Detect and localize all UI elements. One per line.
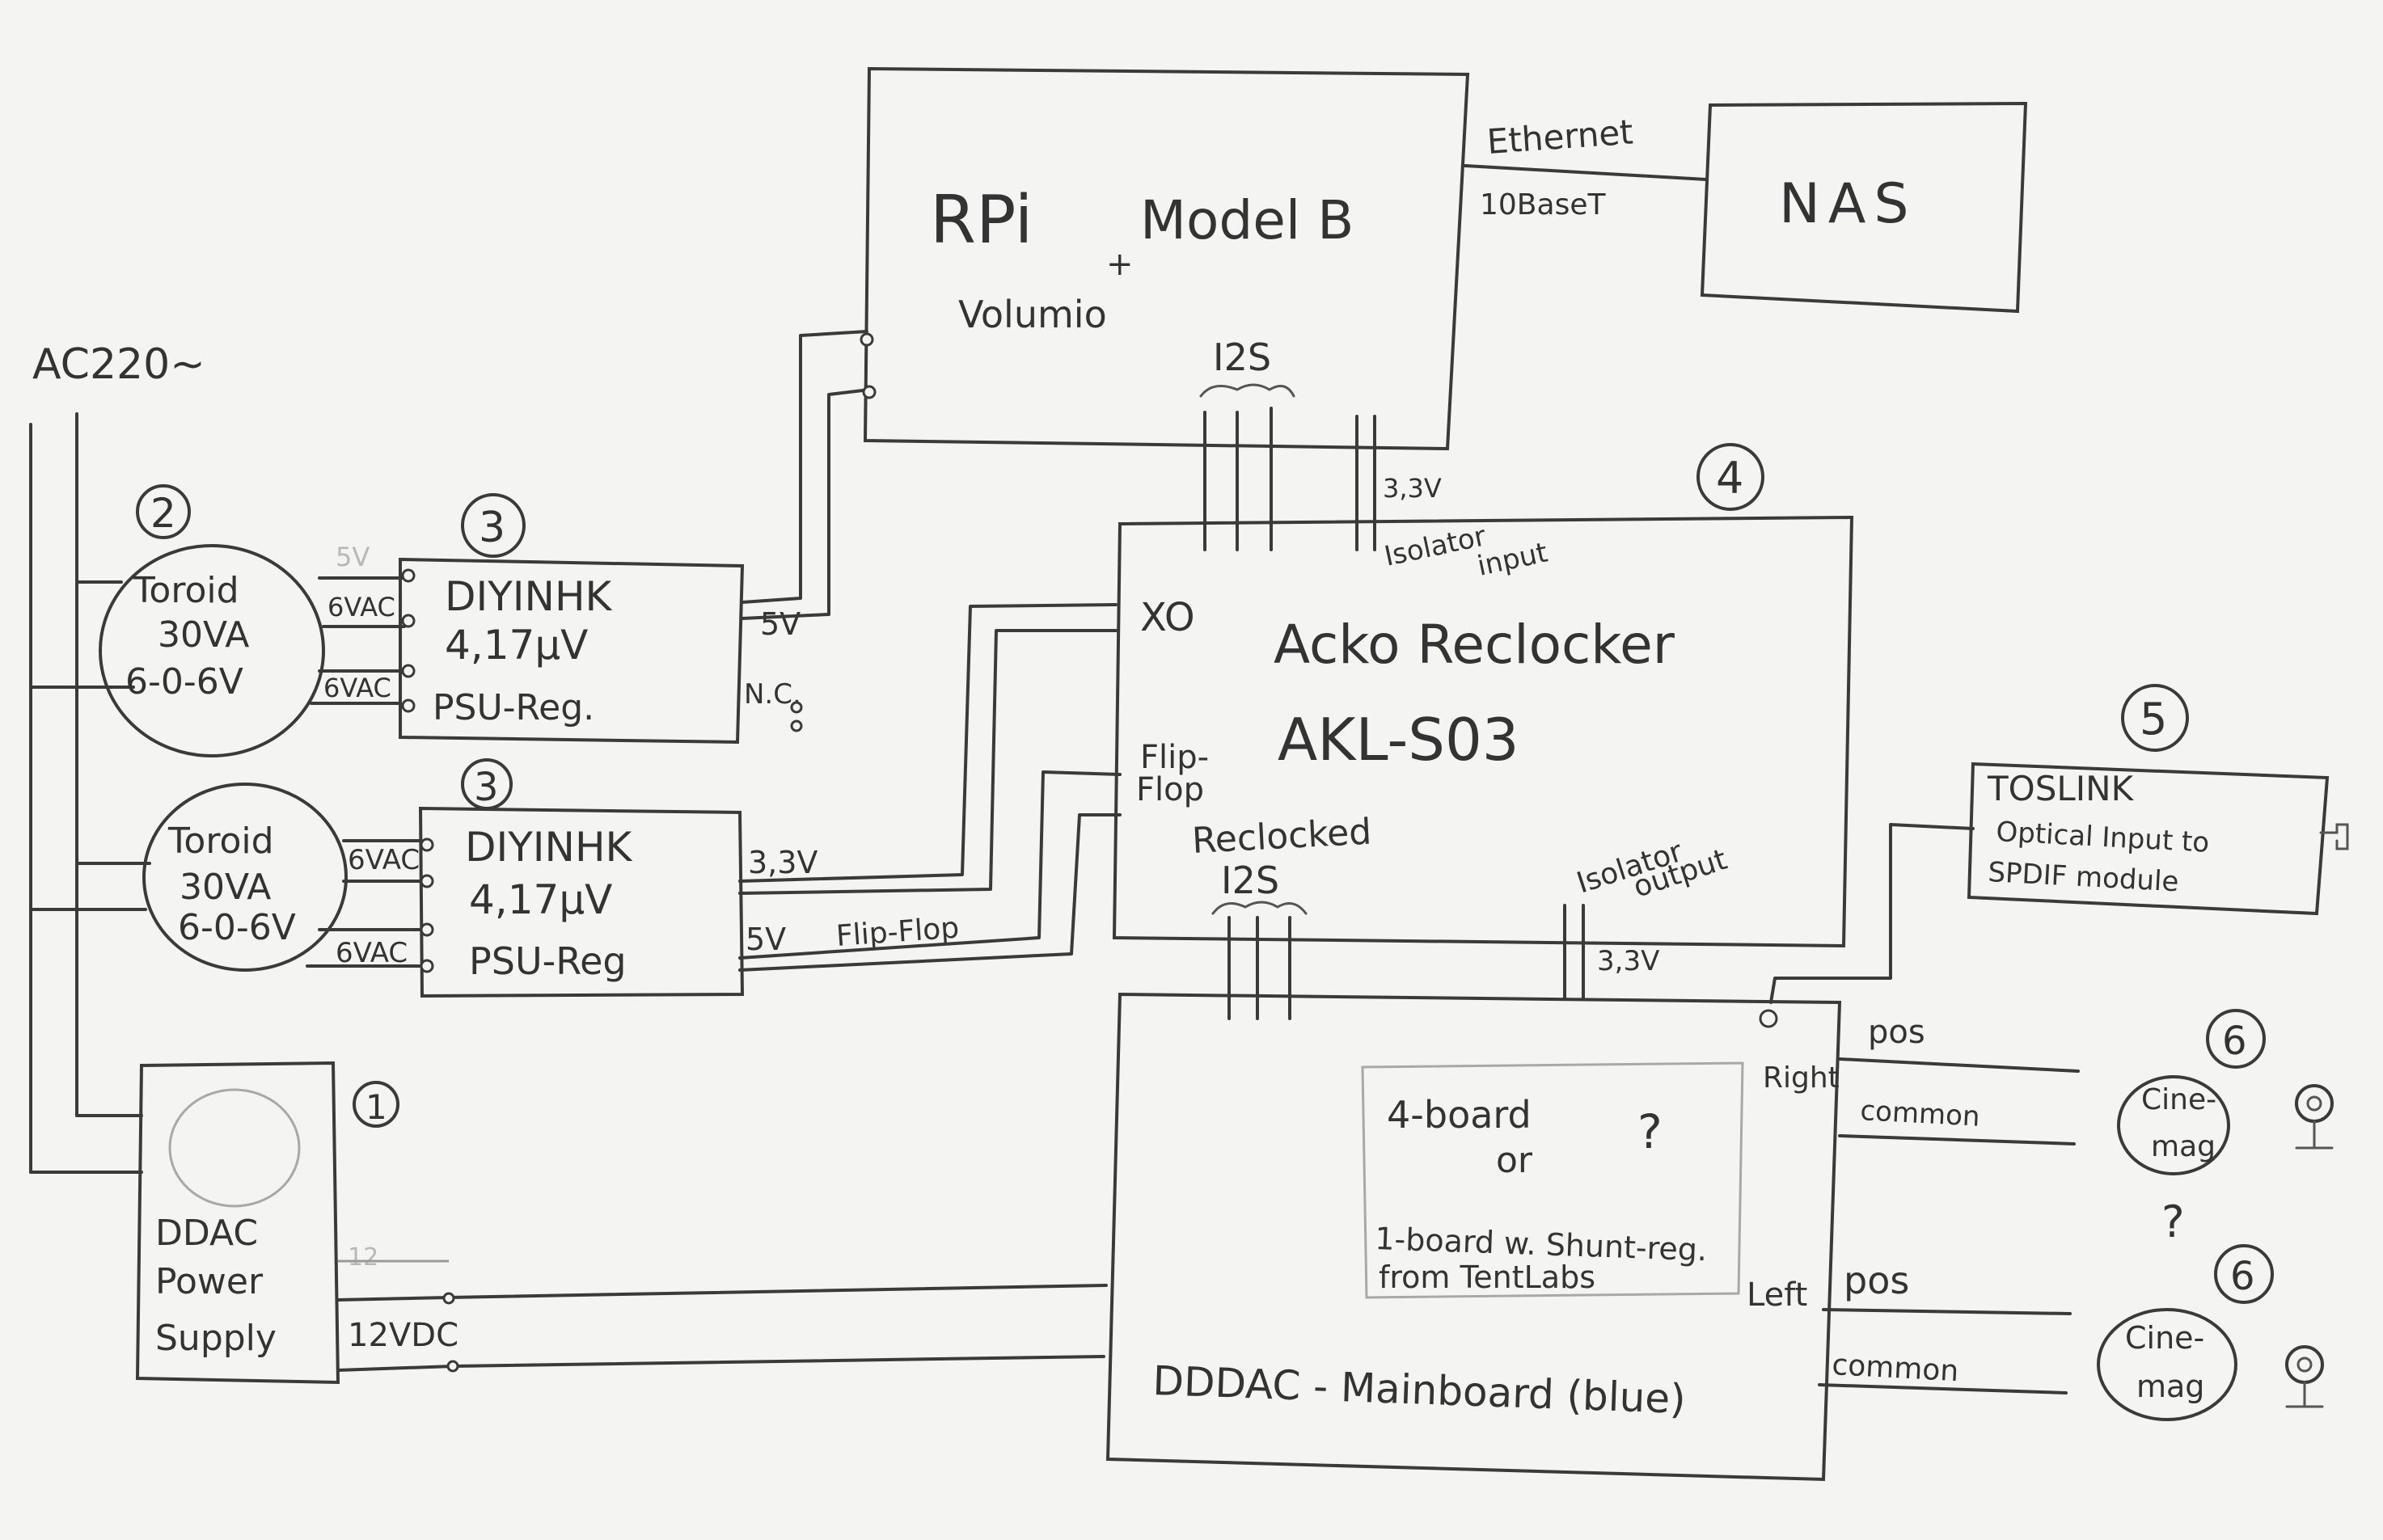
rpi-sub: Volumio: [958, 293, 1107, 336]
toroid-1-line2: 30VA: [158, 614, 249, 656]
reclocker-number-circle: [1696, 443, 1764, 511]
left-speaker-number: 6: [2230, 1254, 2255, 1299]
toslink-line3: SPDIF module: [1988, 856, 2180, 898]
ddac-psu-number-circle: [353, 1081, 399, 1128]
left-speaker-number-circle: [2214, 1244, 2274, 1304]
toroid-1-faint-label: 5V: [336, 542, 370, 572]
dddac-mainboard: DDDAC - Mainboard (blue) Right Left 4-bo…: [1105, 992, 1842, 1482]
psu-2-line3: PSU-Reg: [469, 939, 627, 983]
psu-1-line3: PSU-Reg.: [433, 687, 594, 728]
toslink-number-circle: [2121, 684, 2189, 752]
toslink-number: 5: [2140, 694, 2167, 745]
rpi-model: Model B: [1140, 189, 1354, 251]
left-speaker-icon: [2285, 1345, 2324, 1408]
psu-1-out1: 5V: [760, 606, 801, 642]
right-speaker-line2: mag: [2151, 1130, 2216, 1163]
right-speaker: pos common 6 Cine- mag: [1838, 1009, 2334, 1175]
right-speaker-number: 6: [2222, 1019, 2247, 1064]
psu-2-out2: 5V: [746, 922, 786, 957]
reclocker-block: 4 XO Acko Reclocker AKL-S03 Flip- Flop R…: [1112, 443, 1854, 977]
isolator-input-label-1: Isolator: [1382, 520, 1489, 573]
right-speaker-number-circle: [2206, 1009, 2266, 1069]
mainboard-sub1: 4-board: [1387, 1093, 1532, 1137]
reclocker-i2s: I2S: [1221, 859, 1279, 902]
left-pos-label: pos: [1844, 1259, 1909, 1302]
mainboard-right: Right: [1763, 1061, 1840, 1095]
toroid-2-number: 3: [474, 765, 499, 810]
toroid-2: 3 Toroid 30VA 6-0-6V 6VAC 6VAC: [142, 758, 513, 972]
mainboard-sub2: or: [1496, 1140, 1533, 1181]
mid-question: ?: [2161, 1196, 2185, 1247]
ddac-psu-out: 12VDC: [348, 1317, 458, 1354]
right-speaker-icon: [2295, 1084, 2334, 1150]
psu-regulator-1: 3 DIYINHK 4,17µV PSU-Reg. 5V N.C.: [399, 330, 877, 745]
rpi-title: RPi: [930, 182, 1033, 259]
psu-regulator-2: DIYINHK 4,17µV PSU-Reg 3,3V 5V Flip-Flop: [418, 603, 1122, 998]
mains-label: AC220~: [32, 340, 205, 389]
left-speaker: ? pos common 6 Cine- mag: [1818, 1196, 2324, 1421]
psu-1-line2: 4,17µV: [445, 622, 588, 669]
ethernet-link: Ethernet 10BaseT: [1464, 112, 1708, 222]
reclocker-reclocked: Reclocked: [1191, 811, 1372, 862]
psu-2-line1: DIYINHK: [465, 824, 633, 871]
ddac-psu-number: 1: [365, 1087, 387, 1127]
reclocker-flipflop-1: Flip-: [1140, 739, 1209, 776]
rpi-plus: +: [1106, 246, 1134, 283]
toroid-1-vac1: 6VAC: [327, 592, 395, 622]
ddac-psu-line2: Power: [155, 1261, 264, 1302]
toroid-2-vac2: 6VAC: [336, 937, 408, 969]
mainboard-left: Left: [1747, 1276, 1807, 1314]
toroid-1: 2 Toroid 30VA 6-0-6V 5V 6VAC 6VAC: [99, 484, 406, 757]
ethernet-label-2: 10BaseT: [1480, 188, 1606, 222]
right-common-label: common: [1860, 1095, 1981, 1133]
psu-2-line2: 4,17µV: [469, 876, 612, 923]
ddac-power-supply: 1 DDAC Power Supply 12 12VDC: [135, 1061, 1108, 1385]
left-common-label: common: [1832, 1348, 1960, 1388]
toroid-1-number: 2: [150, 490, 176, 537]
mainboard-label: DDDAC - Mainboard (blue): [1152, 1357, 1687, 1423]
left-speaker-line2: mag: [2136, 1369, 2204, 1404]
toslink-line2: Optical Input to: [1996, 816, 2211, 859]
right-speaker-line1: Cine-: [2141, 1083, 2216, 1116]
reclocker-flipflop-2: Flop: [1136, 771, 1204, 808]
toroid-1-vac2: 6VAC: [323, 673, 391, 703]
psu-1-number: 3: [479, 504, 505, 552]
mains-wires: [29, 412, 151, 1174]
toroid-1-line1: Toroid: [133, 570, 239, 611]
ethernet-label-1: Ethernet: [1485, 112, 1634, 162]
ddac-psu-line3: Supply: [155, 1318, 277, 1359]
psu-1-line1: DIYINHK: [445, 573, 613, 620]
toslink-line1: TOSLINK: [1987, 769, 2135, 808]
reclocker-model: AKL-S03: [1278, 706, 1519, 774]
rpi-i2s-label: I2S: [1213, 335, 1271, 379]
toroid-2-line2: 30VA: [180, 867, 271, 908]
reclocker-to-mainboard-wires: [1227, 904, 1585, 1020]
reclocker-title: Acko Reclocker: [1274, 614, 1675, 676]
nas-label: NAS: [1779, 172, 1917, 236]
toroid-1-number-circle: [136, 484, 191, 539]
toroid-2-vac1: 6VAC: [348, 844, 420, 876]
mainboard-sub4: from TentLabs: [1379, 1259, 1595, 1295]
reclocker-xo: XO: [1140, 595, 1195, 640]
rpi-to-reclocker-wires: [1203, 407, 1376, 551]
left-speaker-line1: Cine-: [2125, 1320, 2204, 1356]
ddac-psu-line1: DDAC: [155, 1213, 258, 1254]
toroid-2-line3: 6-0-6V: [178, 907, 296, 948]
reclocker-number: 4: [1716, 453, 1743, 504]
ddac-psu-faint-label: 12: [348, 1243, 378, 1272]
psu-2-out1: 3,3V: [748, 845, 818, 880]
rpi-3v3-label: 3,3V: [1383, 473, 1442, 504]
toroid-1-line3: 6-0-6V: [125, 661, 243, 702]
right-pos-label: pos: [1868, 1014, 1925, 1051]
rpi-block: RPi Model B + Volumio I2S 3,3V Isolator …: [863, 66, 1550, 583]
nas-block: NAS: [1700, 101, 2028, 314]
psu-1-number-circle: [461, 493, 526, 558]
toroid-2-line1: Toroid: [167, 821, 274, 862]
mainboard-question: ?: [1637, 1104, 1663, 1159]
reclocker-3v3: 3,3V: [1597, 945, 1659, 977]
